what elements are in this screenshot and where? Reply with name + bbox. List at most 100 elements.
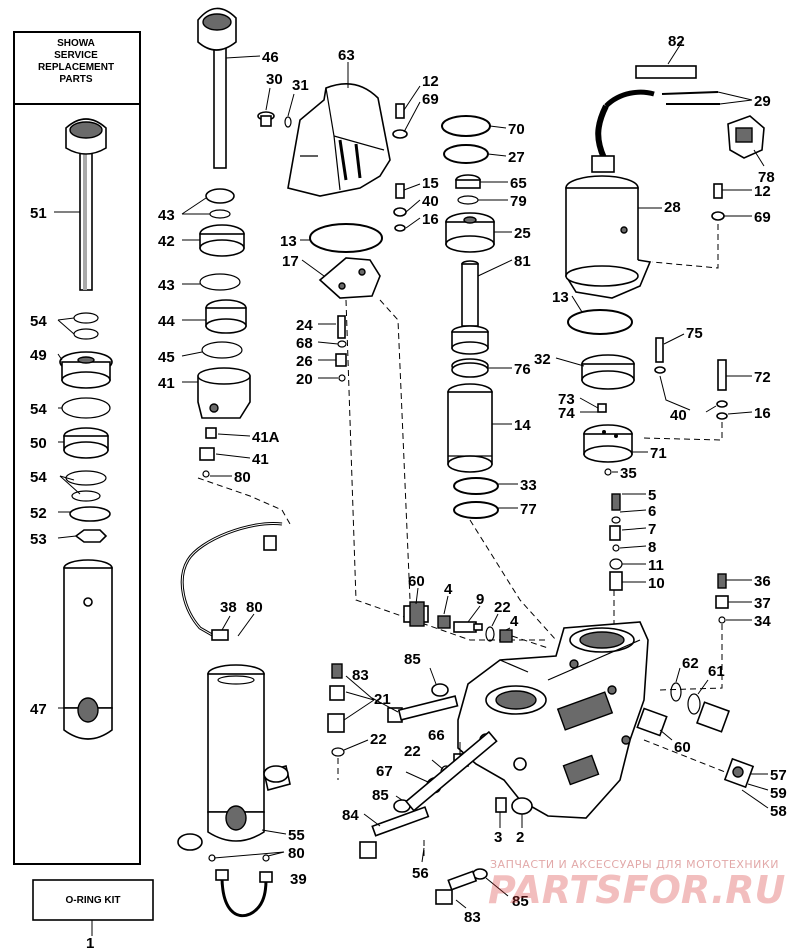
part-41-fitting <box>199 447 215 461</box>
callout-85: 85 <box>512 893 529 910</box>
callout-52: 52 <box>30 505 47 522</box>
part-9-valve <box>453 621 483 633</box>
part-21-valve <box>327 713 345 733</box>
part-14-cylinder <box>447 383 493 473</box>
callout-25: 25 <box>514 225 531 242</box>
callout-43: 43 <box>158 277 175 294</box>
part-44-piston <box>205 299 247 334</box>
callout-56: 56 <box>412 865 429 882</box>
part-68-ring <box>337 340 347 348</box>
part-60-fitting-b <box>636 701 731 737</box>
part-57-valve <box>723 757 755 789</box>
callout-58: 58 <box>770 803 787 820</box>
part-55-bushings <box>177 765 291 851</box>
callout-3: 3 <box>494 829 502 846</box>
callout-55: 55 <box>288 827 305 844</box>
part-4-spring-b <box>499 629 513 643</box>
callout-35: 35 <box>620 465 637 482</box>
callout-4: 4 <box>510 613 519 630</box>
part-65-cap <box>455 174 481 189</box>
showa-title-line: PARTS <box>59 74 93 85</box>
callout-61: 61 <box>708 663 725 680</box>
callout-8: 8 <box>648 539 656 556</box>
part-22-ring-b <box>331 747 345 757</box>
part-61-ring <box>687 693 701 715</box>
callout-80: 80 <box>288 845 305 862</box>
callout-1: 1 <box>86 935 94 952</box>
part-17-plate <box>318 257 381 299</box>
part-12-screw-a <box>395 103 405 119</box>
part-79-ring <box>457 195 479 205</box>
part-22-ring-a <box>485 626 495 642</box>
part-43-seal-b <box>209 209 231 219</box>
callout-2: 2 <box>516 829 524 846</box>
watermark-logo: PARTSFOR.RU <box>488 868 786 912</box>
callout-40: 40 <box>422 193 439 210</box>
callout-54: 54 <box>30 401 47 418</box>
callout-30: 30 <box>266 71 283 88</box>
callout-labels: 82 46 63 30 31 12 69 29 70 27 78 51 43 1… <box>30 33 787 952</box>
part-11-ring <box>609 558 623 570</box>
callout-4: 4 <box>444 581 453 598</box>
part-62-ring <box>670 682 682 702</box>
part-2-bushing <box>511 797 533 815</box>
part-8-ring <box>612 544 620 552</box>
part-26-sleeve <box>335 353 347 367</box>
showa-title-line: SHOWA <box>57 38 95 49</box>
callout-74: 74 <box>558 405 575 422</box>
callout-20: 20 <box>296 371 313 388</box>
callout-7: 7 <box>648 521 656 538</box>
part-69-washer-b <box>711 211 725 221</box>
part-83-bolt-b <box>435 870 478 905</box>
callout-41: 41 <box>158 375 175 392</box>
callout-76: 76 <box>514 361 531 378</box>
callout-39: 39 <box>290 871 307 888</box>
part-12-screw-b <box>713 183 723 199</box>
callout-36: 36 <box>754 573 771 590</box>
callout-27: 27 <box>508 149 525 166</box>
part-43-oring <box>199 273 241 291</box>
callout-85: 85 <box>404 651 421 668</box>
callout-62: 62 <box>682 655 699 672</box>
part-72-screw <box>717 359 727 391</box>
part-3-pin <box>495 797 507 813</box>
callout-75: 75 <box>686 325 703 342</box>
callout-12: 12 <box>422 73 439 90</box>
callout-69: 69 <box>422 91 439 108</box>
part-53-nut <box>74 529 108 543</box>
callout-13: 13 <box>552 289 569 306</box>
callout-12: 12 <box>754 183 771 200</box>
callout-21: 21 <box>374 691 391 708</box>
part-40-washer-b <box>654 366 666 374</box>
part-80-ring <box>202 470 210 478</box>
callout-28: 28 <box>664 199 681 216</box>
part-85-washer-a <box>431 683 449 697</box>
callout-41A: 41A <box>252 429 280 446</box>
callout-47: 47 <box>30 701 47 718</box>
callout-83: 83 <box>464 909 481 926</box>
part-25-piston <box>445 212 495 253</box>
part-16-washer-b <box>716 412 728 420</box>
part-36-spring <box>717 573 727 589</box>
part-55-cylinder <box>207 664 265 842</box>
part-82-sleeve <box>635 65 697 79</box>
callout-22: 22 <box>404 743 421 760</box>
part-20-ball <box>338 374 346 382</box>
callout-32: 32 <box>534 351 551 368</box>
part-46-rod <box>197 7 237 169</box>
part-32-coupler <box>581 354 635 390</box>
part-21-spring <box>331 663 343 679</box>
callout-44: 44 <box>158 313 175 330</box>
showa-title-line: REPLACEMENT <box>37 62 115 73</box>
callout-51: 51 <box>30 205 47 222</box>
part-45-oring <box>201 341 243 359</box>
part-29-terminals <box>661 91 720 105</box>
callout-41: 41 <box>252 451 269 468</box>
leader-lines <box>54 41 769 909</box>
part-40-washer-c <box>716 400 728 408</box>
callout-79: 79 <box>510 193 527 210</box>
callout-50: 50 <box>30 435 47 452</box>
part-43-seal-a <box>205 188 235 204</box>
part-7-plunger <box>609 525 621 541</box>
part-52-washer <box>69 506 111 522</box>
